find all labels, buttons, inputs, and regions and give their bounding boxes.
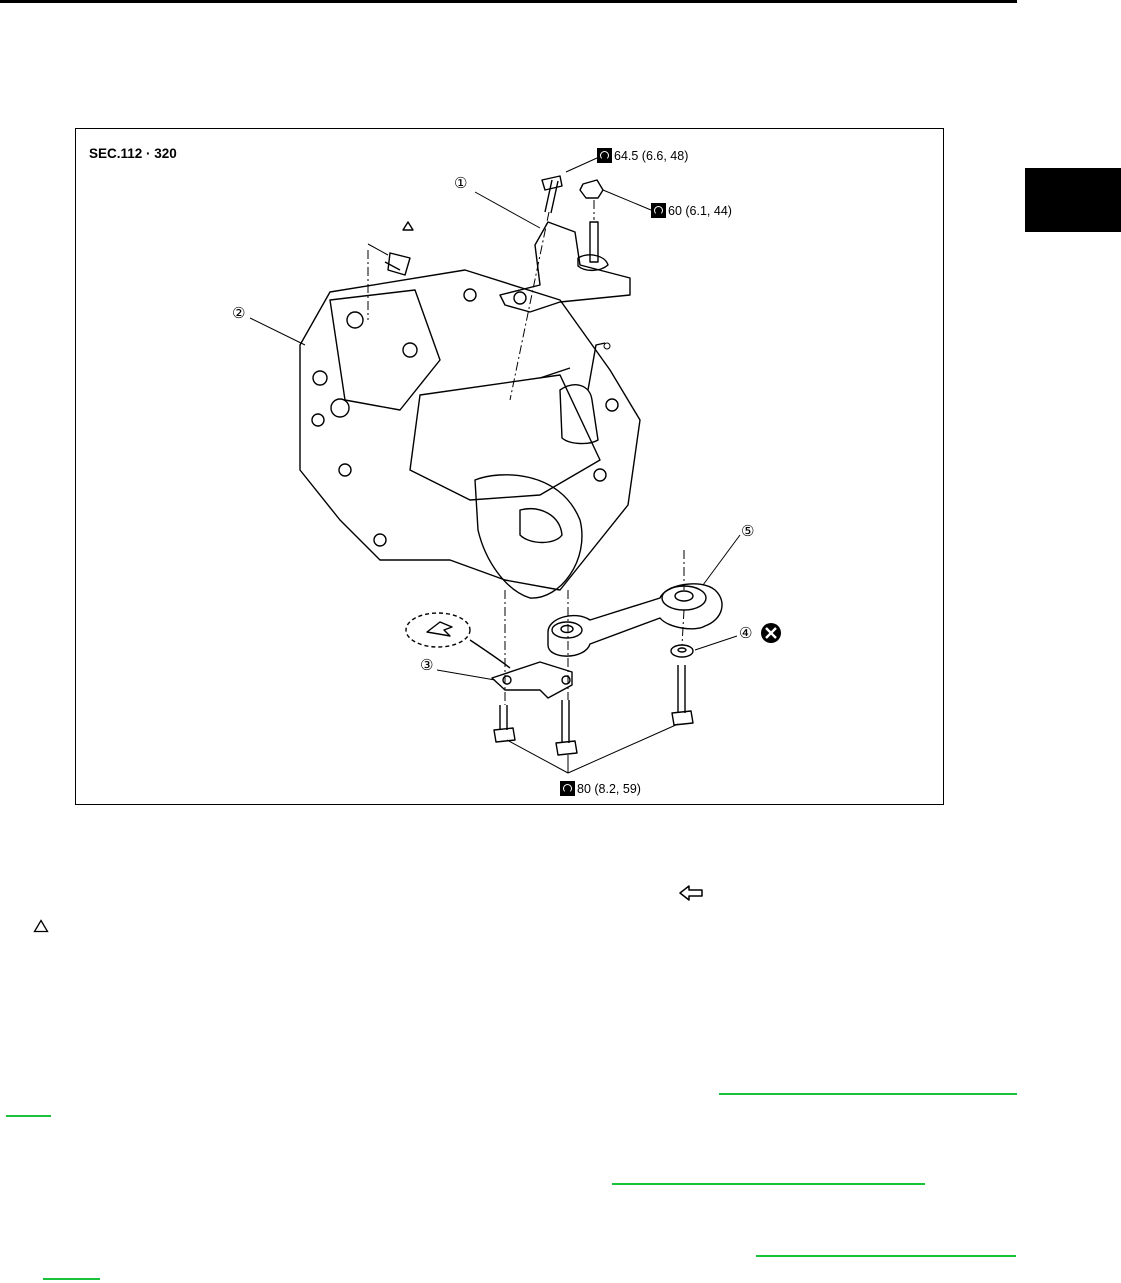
torque-spec-mount-nut: 60 (6.1, 44) [651,203,732,218]
callout-4: ④ [739,624,753,642]
reference-link-1[interactable] [719,1093,1017,1095]
do-not-reuse-icon [761,623,781,643]
callout-5: ⑤ [741,522,755,540]
callout-3: ③ [420,656,434,674]
reference-link-3-continued[interactable] [43,1278,100,1280]
triangle-symbol-icon [33,919,49,933]
top-rule [0,0,1017,3]
section-label: SEC.112 · 320 [89,146,177,161]
front-arrow-icon [679,885,703,901]
callout-2: ② [232,304,246,322]
reference-link-1-continued[interactable] [6,1115,51,1117]
torque-wrench-icon [597,148,612,163]
torque-spec-bracket-bolt: 64.5 (6.6, 48) [597,148,688,163]
torque-spec-lower-bolts: 80 (8.2, 59) [560,781,641,796]
reference-link-2[interactable] [612,1183,925,1185]
exploded-diagram-frame [75,128,944,805]
callout-1: ① [454,174,468,192]
section-tab[interactable] [1025,168,1121,232]
torque-wrench-icon [651,203,666,218]
torque-wrench-icon [560,781,575,796]
reference-link-3[interactable] [756,1255,1016,1257]
